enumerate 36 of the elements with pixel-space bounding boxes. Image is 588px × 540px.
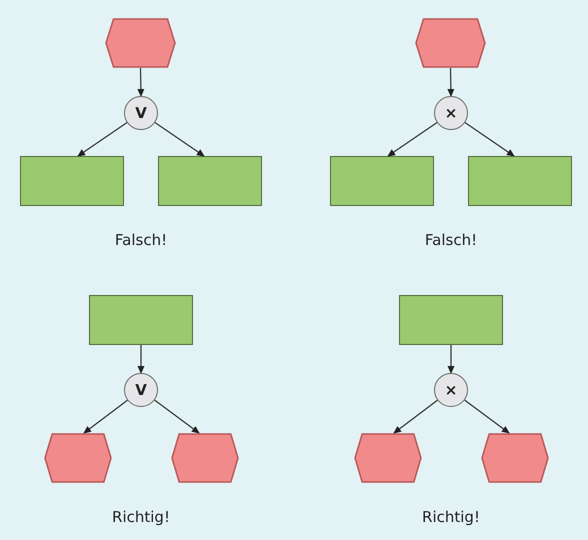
function-box [330, 156, 434, 206]
arrow [154, 400, 200, 434]
arrow [447, 68, 454, 97]
event-hexagon [105, 18, 176, 68]
operator-symbol: V [135, 381, 147, 399]
arrow [464, 122, 515, 157]
arrow [448, 345, 454, 374]
arrow [154, 122, 205, 157]
operator-symbol: V [135, 104, 147, 122]
verdict-label: Falsch! [114, 231, 168, 249]
connector-circle [124, 373, 158, 407]
connector-circle [124, 96, 158, 130]
connector-circle [434, 373, 468, 407]
event-hexagon [44, 433, 112, 483]
function-box [399, 295, 503, 345]
arrow [464, 400, 510, 434]
function-box [20, 156, 124, 206]
arrow [387, 122, 438, 157]
arrow [83, 400, 128, 434]
event-hexagon [354, 433, 422, 483]
connector-circle [434, 96, 468, 130]
verdict-label: Richtig! [421, 508, 481, 526]
function-box [158, 156, 262, 206]
verdict-label: Richtig! [111, 508, 171, 526]
arrow [393, 400, 438, 434]
verdict-label: Falsch! [424, 231, 478, 249]
operator-symbol: × [444, 381, 458, 399]
event-hexagon [171, 433, 239, 483]
arrow [137, 68, 144, 97]
function-box [89, 295, 193, 345]
arrow [138, 345, 144, 374]
arrow [77, 122, 128, 157]
event-hexagon [481, 433, 549, 483]
function-box [468, 156, 572, 206]
operator-symbol: × [444, 104, 458, 122]
event-hexagon [415, 18, 486, 68]
